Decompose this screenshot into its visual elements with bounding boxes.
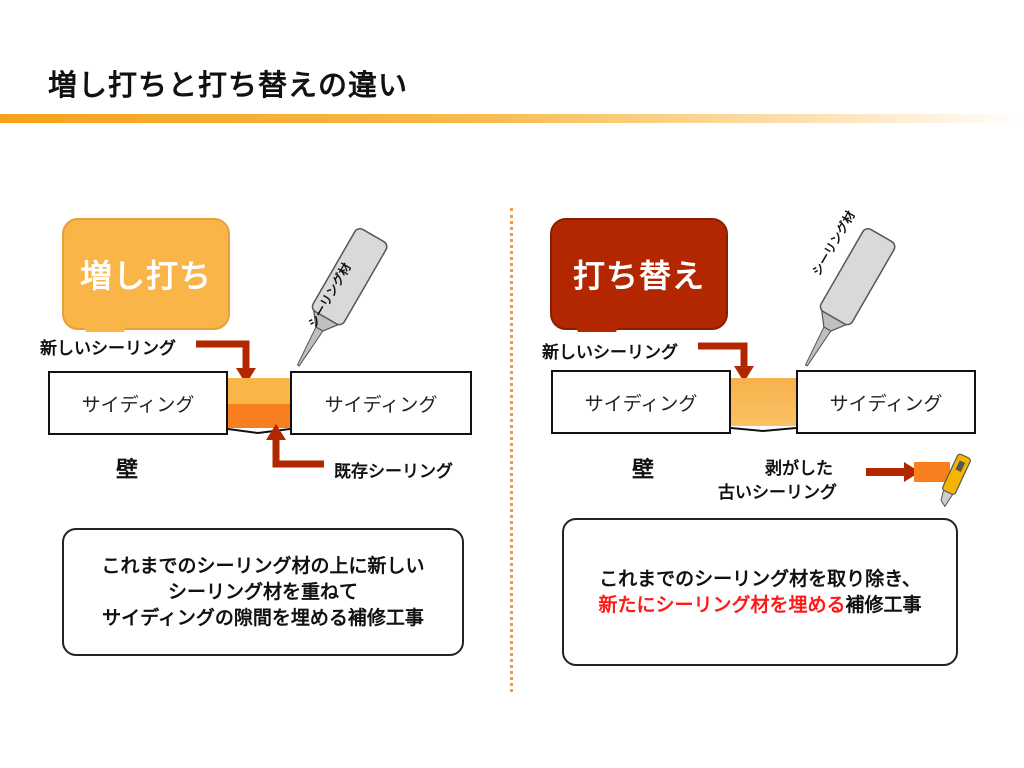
description-line: これまでのシーリング材の上に新しい	[101, 555, 425, 577]
new-sealant-layer-left	[228, 378, 290, 404]
title-underline-bar	[0, 114, 1024, 123]
callout-add-tail	[80, 318, 130, 332]
siding-left-b: サイディング	[290, 371, 472, 435]
wall-label-right: 壁	[632, 458, 655, 483]
description-line: シーリング材を重ねて	[167, 581, 358, 603]
sealant-gun-icon	[296, 227, 388, 367]
description-line: 新たにシーリング材を埋める補修工事	[598, 592, 921, 618]
siding-right-a: サイディング	[551, 370, 731, 434]
description-replace-sealing: これまでのシーリング材を取り除き、 新たにシーリング材を埋める補修工事	[562, 518, 958, 666]
description-add-sealing: これまでのシーリング材の上に新しい シーリング材を重ねて サイディングの隙間を埋…	[62, 528, 464, 656]
new-sealant-label-left: 新しいシーリング	[40, 339, 176, 359]
removed-sealant-label-line2: 古いシーリング	[718, 483, 837, 503]
description-highlight: 新たにシーリング材を埋める	[598, 594, 846, 616]
removed-sealant-label-line1: 剥がした	[765, 459, 833, 479]
removed-old-sealant-strip	[914, 462, 950, 482]
siding-left-a: サイディング	[48, 371, 228, 435]
new-sealant-layer-right	[731, 378, 796, 426]
description-line: サイディングの隙間を埋める補修工事	[102, 607, 424, 629]
callout-add-sealing: 増し打ち	[62, 218, 230, 330]
wall-label-left: 壁	[116, 458, 139, 483]
existing-sealant-layer-left	[228, 404, 290, 428]
new-sealant-label-right: 新しいシーリング	[542, 343, 678, 363]
callout-replace-sealing: 打ち替え	[550, 218, 728, 330]
wall-line-right	[730, 427, 797, 433]
arrow-icon	[866, 462, 920, 482]
siding-right-b: サイディング	[796, 370, 976, 434]
sealant-gun-icon	[804, 227, 896, 367]
description-line-rest: 補修工事	[845, 594, 922, 616]
center-divider	[510, 208, 513, 692]
arrow-icon	[196, 340, 256, 384]
existing-sealant-label: 既存シーリング	[334, 462, 453, 482]
page-title: 増し打ちと打ち替えの違い	[48, 68, 409, 102]
description-line: これまでのシーリング材を取り除き、	[599, 568, 921, 590]
arrow-icon	[266, 424, 324, 468]
cutter-knife-icon	[940, 453, 971, 508]
arrow-icon	[698, 342, 754, 382]
callout-replace-tail	[572, 318, 622, 332]
